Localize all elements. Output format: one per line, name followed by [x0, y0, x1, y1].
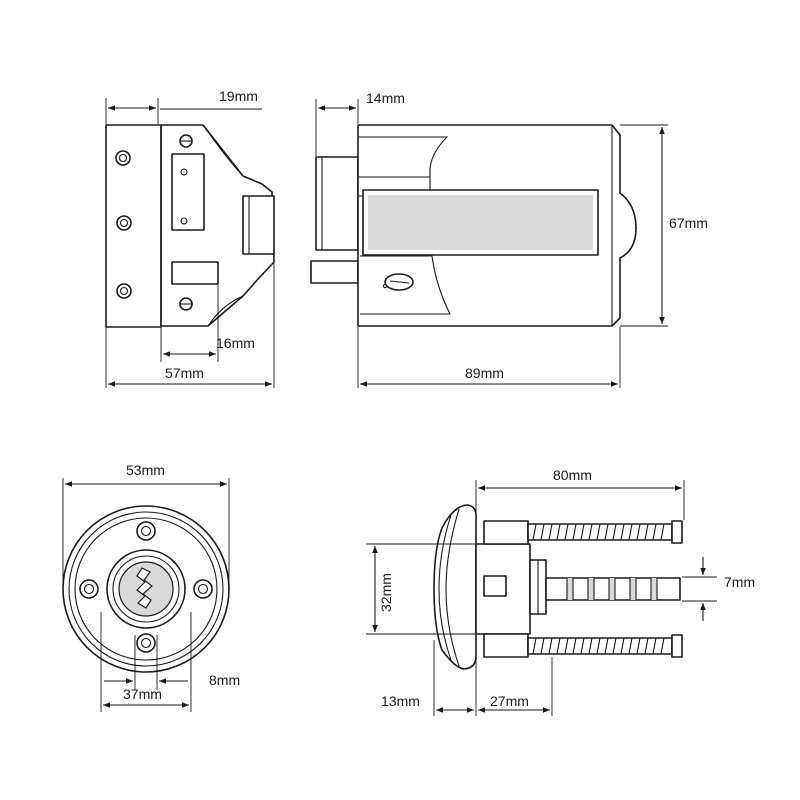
body-height-label: 32mm: [378, 573, 394, 612]
side-view: 19mm 16mm 57mm: [105, 88, 275, 388]
keyway-icon: [136, 567, 153, 609]
front-view: 14mm 67mm 89mm: [310, 90, 708, 388]
diameter-dimension-label: 53mm: [126, 462, 165, 478]
fixing-hole: [136, 521, 156, 541]
deadlock-snib: [310, 260, 359, 284]
cylinder-face-view: 53mm 37mm 8mm: [62, 462, 240, 712]
depth-dimension-label: 57mm: [165, 365, 204, 381]
screw-hole: [115, 150, 131, 166]
slide-button: [171, 261, 219, 285]
screw-tip-lower: [671, 634, 683, 658]
screw-head-lower: [483, 633, 529, 658]
latch-bolt: [315, 156, 359, 251]
screw-offset-label: 8mm: [209, 672, 240, 688]
mounting-flange: [105, 124, 162, 328]
width-dimension-label: 89mm: [465, 365, 504, 381]
fixing-centres-label: 37mm: [123, 686, 162, 702]
cylinder-slot: [483, 575, 507, 597]
screw-head-upper: [483, 520, 529, 545]
height-dimension-label: 67mm: [669, 215, 708, 231]
keep-dimension-label: 16mm: [216, 335, 255, 351]
fixing-hole: [193, 579, 213, 599]
bar-width-label: 7mm: [724, 574, 755, 590]
forend-plate: [171, 153, 205, 231]
rose-profile: [433, 504, 477, 670]
fixing-hole: [79, 579, 99, 599]
tail-bar-cuts: [566, 578, 658, 600]
body-length-label: 27mm: [490, 693, 529, 709]
flange-dimension-label: 19mm: [219, 88, 258, 104]
length-dimension-label: 80mm: [553, 467, 592, 483]
screw-hole: [116, 215, 132, 231]
bolt-end: [242, 195, 275, 255]
screw-hole: [116, 283, 132, 299]
cylinder-side-view: 80mm 7mm 32mm 13mm 27mm: [366, 467, 755, 716]
rose-thickness-label: 13mm: [381, 693, 420, 709]
fixing-hole: [136, 633, 156, 653]
screw-tip-upper: [671, 520, 683, 544]
bolt-projection-label: 14mm: [366, 90, 405, 106]
